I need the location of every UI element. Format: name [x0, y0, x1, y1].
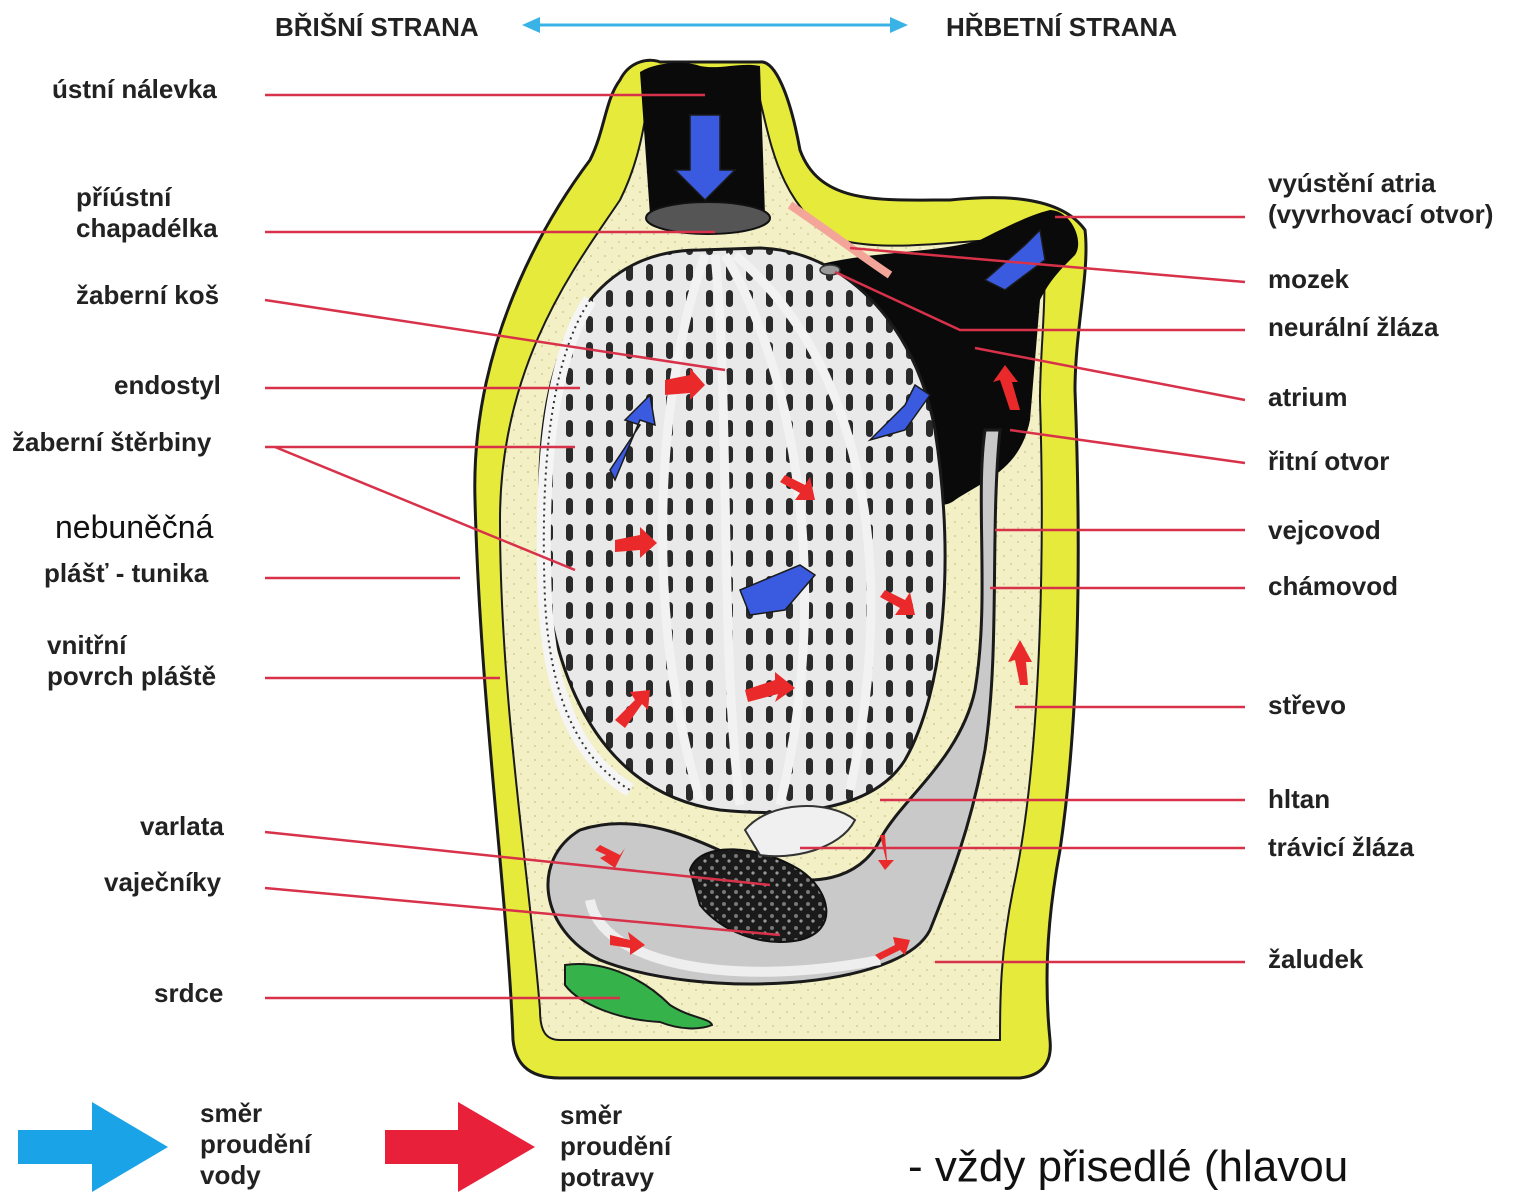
label-tunic: plášť - tunika	[44, 558, 208, 589]
label-atrium: atrium	[1268, 382, 1347, 413]
water-legend-arrow	[18, 1102, 168, 1192]
label-anus: řitní otvor	[1268, 446, 1389, 477]
label-heart: srdce	[154, 978, 223, 1009]
oral-tentacles	[646, 202, 770, 234]
label-brain: mozek	[1268, 264, 1349, 295]
label-oviduct: vejcovod	[1268, 515, 1381, 546]
label-oral-funnel: ústní nálevka	[52, 74, 217, 105]
label-testes: varlata	[140, 811, 224, 842]
label-gill-slits: žaberní štěrbiny	[12, 427, 211, 458]
label-branchial-basket: žaberní koš	[76, 280, 219, 311]
ventral-side-label: BŘIŠNÍ STRANA	[275, 12, 479, 43]
label-neural-gland: neurální žláza	[1268, 312, 1439, 343]
label-stomach: žaludek	[1268, 944, 1363, 975]
label-oral-tentacles: příústní chapadélka	[76, 182, 218, 244]
food-legend-arrow	[385, 1102, 535, 1192]
label-endostyl: endostyl	[114, 370, 221, 401]
label-digestive-gland: trávicí žláza	[1268, 832, 1414, 863]
label-intestine: střevo	[1268, 690, 1346, 721]
branchial-basket	[540, 248, 945, 813]
label-ovaries: vaječníky	[104, 867, 221, 898]
footer-text: - vždy přisedlé (hlavou	[908, 1140, 1348, 1194]
label-atrial-siphon: vyústění atria (vyvrhovací otvor)	[1268, 168, 1493, 230]
label-inner-mantle: vnitřní povrch pláště	[47, 630, 216, 692]
label-sperm-duct: chámovod	[1268, 571, 1398, 602]
dorsal-side-label: HŘBETNÍ STRANA	[946, 12, 1177, 43]
label-acellular: nebuněčná	[55, 512, 213, 543]
label-pharynx: hltan	[1268, 784, 1330, 815]
orientation-arrow	[522, 17, 908, 33]
